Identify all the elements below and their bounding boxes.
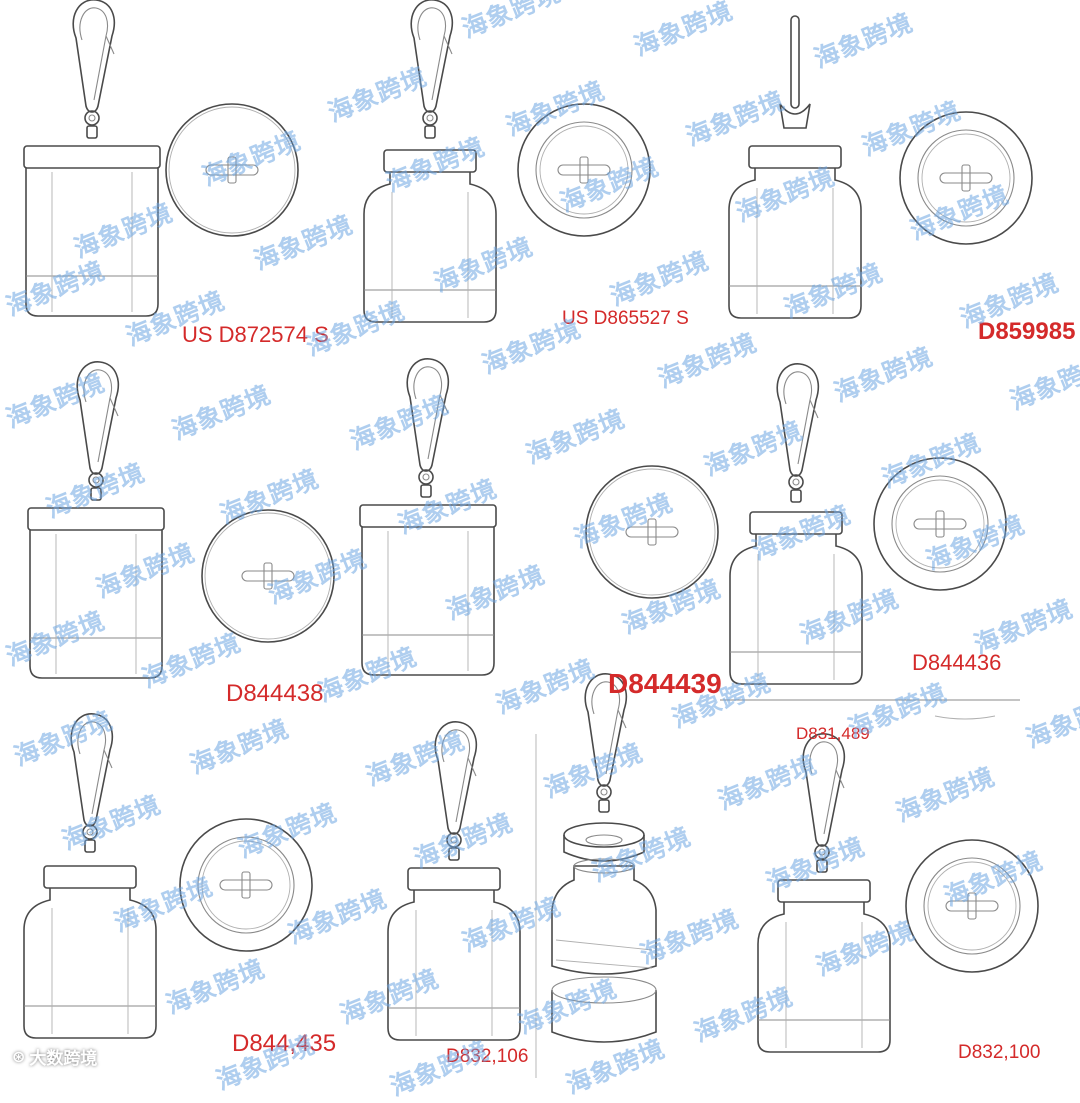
drawing-d872574-jar	[23, 0, 161, 317]
drawing-d832106-jar	[387, 721, 521, 1041]
patent-label-d831489: D831,489	[796, 724, 870, 743]
footer-logo-text: 大数跨境	[29, 1049, 98, 1069]
drawing-d844438-lid	[201, 509, 335, 643]
patent-label-d859985: D859985	[978, 318, 1076, 345]
drawing-d865527-lid	[517, 103, 651, 237]
drawing-d865527-jar	[363, 0, 497, 323]
drawing-d844435-lid	[179, 818, 313, 952]
patent-label-d844438: D844438	[226, 680, 324, 707]
drawing-d872574-lid	[165, 103, 299, 237]
patent-label-d844435: D844,435	[232, 1030, 337, 1057]
patent-label-d832106: D832,106	[446, 1046, 529, 1067]
drawing-d832100-lid	[905, 839, 1039, 973]
drawing-d844439-lid	[585, 465, 719, 599]
drawing-d844439-jar	[359, 358, 497, 676]
patent-label-d865527: US D865527 S	[562, 308, 689, 329]
drawing-d844435-jar	[23, 713, 157, 1039]
patent-label-d844439: D844439	[608, 668, 722, 699]
patent-drawings	[23, 0, 1039, 1078]
drawing-exploded-jar	[551, 673, 657, 1043]
patent-label-d832100: D832,100	[958, 1042, 1041, 1063]
footer-logo: ⊛ 大数跨境	[12, 1044, 97, 1069]
drawing-d844438-jar	[27, 361, 165, 679]
drawing-d859985-jar	[728, 15, 862, 319]
drawing-d859985-lid	[899, 111, 1033, 245]
drawing-d844436-jar	[729, 363, 863, 685]
patent-label-d872574: US D872574 S	[182, 322, 329, 347]
drawing-d844436-lid	[873, 457, 1007, 591]
drawing-d831489-arc	[934, 715, 996, 720]
patent-label-d844436: D844436	[912, 650, 1002, 675]
drawing-d832100-jar	[757, 733, 891, 1053]
weibo-icon: ⊛	[12, 1047, 26, 1066]
